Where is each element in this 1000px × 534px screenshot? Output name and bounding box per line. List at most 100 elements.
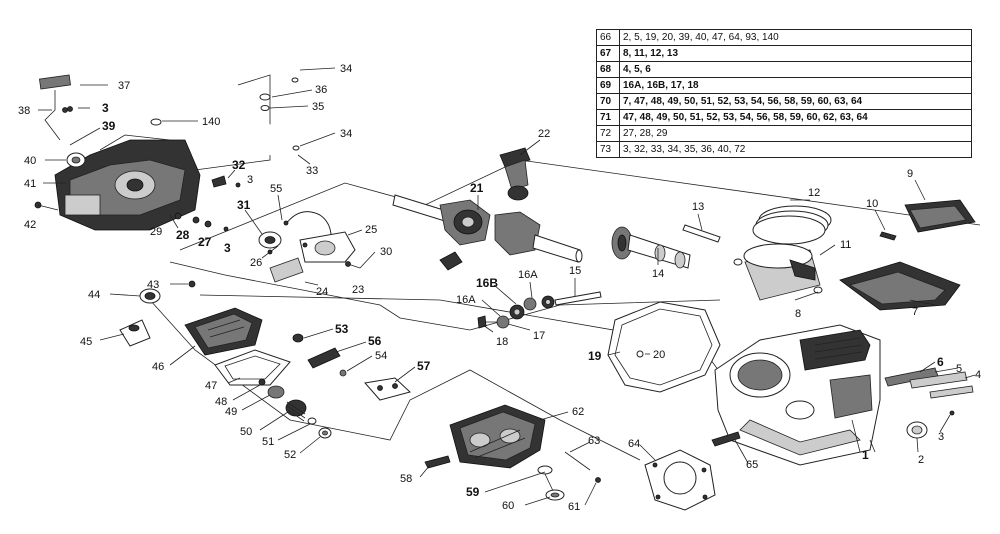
callout-46: 46 bbox=[152, 361, 164, 373]
valves-59-60 bbox=[537, 465, 565, 501]
left-crankcase-cover bbox=[54, 134, 201, 231]
callout-36: 36 bbox=[315, 84, 327, 96]
callout-25: 25 bbox=[365, 224, 377, 236]
callout-47: 47 bbox=[205, 380, 217, 392]
crankcase-gasket-19 bbox=[607, 301, 721, 393]
bolt-30 bbox=[345, 261, 361, 269]
callout-3-right: 3 bbox=[938, 431, 944, 443]
piston-rings-12 bbox=[752, 205, 832, 245]
pin-13 bbox=[682, 224, 721, 243]
breather-tube-33-36 bbox=[259, 77, 301, 157]
callout-52: 52 bbox=[284, 449, 296, 461]
callout-43: 43 bbox=[147, 279, 159, 291]
callout-63: 63 bbox=[588, 435, 600, 447]
callout-23: 23 bbox=[352, 284, 364, 296]
guide-line-upper bbox=[179, 159, 981, 251]
callout-3-mid: 3 bbox=[247, 174, 253, 186]
callout-17: 17 bbox=[533, 330, 545, 342]
callout-3-top: 3 bbox=[102, 101, 109, 115]
callout-18: 18 bbox=[496, 336, 508, 348]
callout-34-mid: 34 bbox=[340, 128, 352, 140]
bolt-58 bbox=[424, 455, 451, 469]
callout-45: 45 bbox=[80, 336, 92, 348]
callout-5: 5 bbox=[956, 363, 962, 375]
bracket-45 bbox=[119, 319, 151, 347]
callout-7: 7 bbox=[912, 306, 918, 318]
parts-48-52 bbox=[258, 378, 332, 439]
callout-56: 56 bbox=[368, 334, 382, 348]
callout-20: 20 bbox=[653, 349, 665, 361]
callout-64: 64 bbox=[628, 438, 640, 450]
dipstick-37-38 bbox=[38, 74, 72, 141]
callout-16A-left: 16A bbox=[456, 294, 476, 306]
cover-plate-25 bbox=[299, 231, 356, 263]
seal-31 bbox=[258, 231, 282, 249]
callout-57: 57 bbox=[417, 359, 431, 373]
dowel-20 bbox=[636, 350, 644, 358]
callout-31: 31 bbox=[237, 198, 251, 212]
callout-30: 30 bbox=[380, 246, 392, 258]
callout-22: 22 bbox=[538, 128, 550, 140]
callout-37: 37 bbox=[118, 80, 130, 92]
callout-2: 2 bbox=[918, 454, 924, 466]
gasket-4-5-6 bbox=[884, 367, 974, 416]
callout-42: 42 bbox=[24, 219, 36, 231]
callout-16B: 16B bbox=[476, 276, 498, 290]
kit-number: 73 bbox=[596, 141, 620, 158]
bolt-42 bbox=[34, 201, 59, 211]
clip-32 bbox=[211, 175, 241, 188]
callout-140: 140 bbox=[202, 116, 220, 128]
gears-16A-16B bbox=[509, 295, 555, 320]
bolt-65 bbox=[711, 431, 741, 447]
connecting-rod-22 bbox=[499, 147, 531, 201]
kit-parts-list: 27, 28, 29 bbox=[619, 125, 972, 142]
guide-line-lower bbox=[149, 299, 641, 461]
callout-39: 39 bbox=[102, 119, 116, 133]
callout-41: 41 bbox=[24, 178, 36, 190]
callout-28: 28 bbox=[176, 228, 190, 242]
callout-3-low: 3 bbox=[224, 241, 231, 255]
callout-48: 48 bbox=[215, 396, 227, 408]
kit-number: 71 bbox=[596, 109, 620, 126]
callout-4: 4 bbox=[975, 369, 981, 381]
kit-number: 66 bbox=[596, 29, 620, 46]
callout-11: 11 bbox=[840, 239, 851, 251]
callout-19: 19 bbox=[588, 349, 602, 363]
callout-21: 21 bbox=[470, 181, 484, 195]
cylinder-head-7 bbox=[839, 261, 961, 311]
callout-62: 62 bbox=[572, 406, 584, 418]
callout-51: 51 bbox=[262, 436, 274, 448]
bracket-24 bbox=[269, 257, 304, 283]
callout-10: 10 bbox=[866, 198, 878, 210]
kit-parts-list: 47, 48, 49, 50, 51, 52, 53, 54, 56, 58, … bbox=[619, 109, 972, 126]
callout-labels: 37 38 3 39 140 40 41 42 34 36 35 34 33 3… bbox=[18, 63, 981, 513]
callout-38: 38 bbox=[18, 105, 30, 117]
shaft-15 bbox=[554, 291, 602, 306]
callout-54: 54 bbox=[375, 350, 387, 362]
callout-15: 15 bbox=[569, 265, 581, 277]
callout-65: 65 bbox=[746, 459, 758, 471]
callout-59: 59 bbox=[466, 485, 480, 499]
oring-140 bbox=[150, 118, 162, 126]
callout-50: 50 bbox=[240, 426, 252, 438]
crankshaft-21 bbox=[392, 194, 583, 271]
callout-29: 29 bbox=[150, 226, 162, 238]
callout-53: 53 bbox=[335, 322, 349, 336]
kit-number: 72 bbox=[596, 125, 620, 142]
gasket-47 bbox=[214, 349, 291, 386]
kit-parts-list: 4, 5, 6 bbox=[619, 61, 972, 78]
callout-49: 49 bbox=[225, 406, 237, 418]
rocker-arm-53-56-54 bbox=[292, 333, 347, 377]
cylinder-head-62 bbox=[449, 404, 546, 469]
callout-32: 32 bbox=[232, 158, 246, 172]
kit-parts-list: 8, 11, 12, 13 bbox=[619, 45, 972, 62]
guide-line-left-box bbox=[169, 261, 721, 331]
bolts-27-28-29 bbox=[169, 212, 229, 232]
